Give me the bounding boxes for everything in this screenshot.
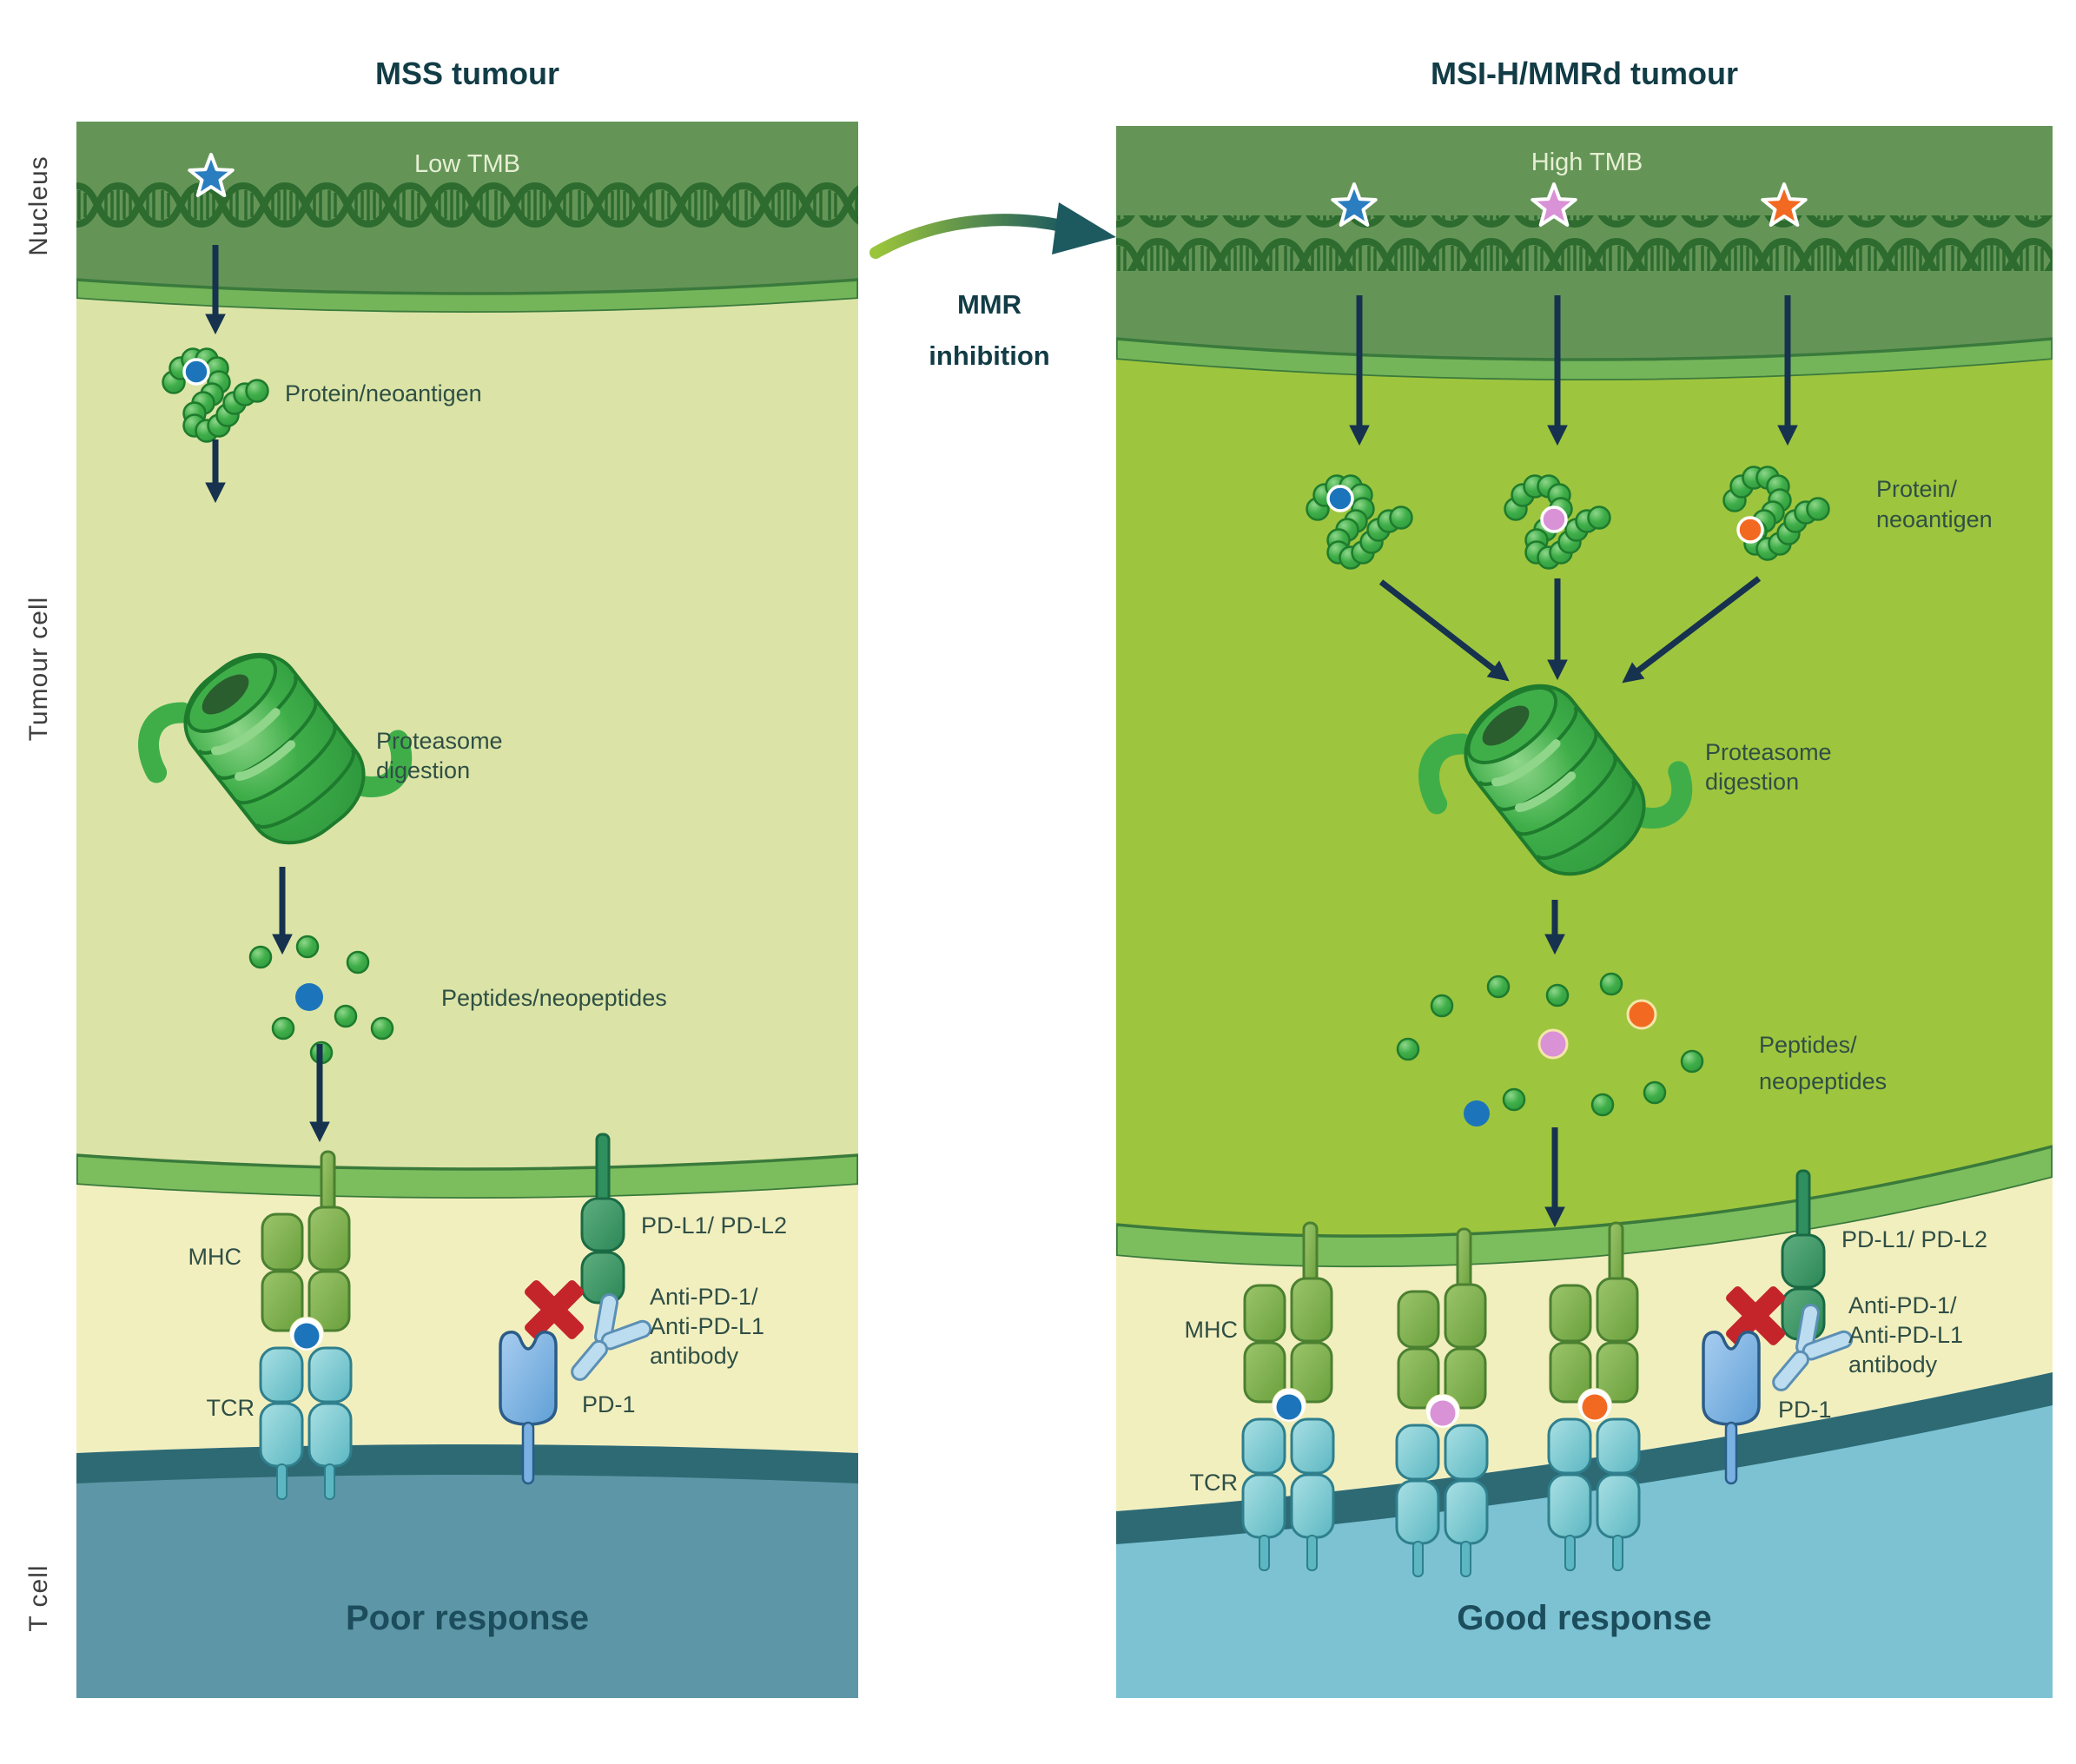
antibody-label-line3: antibody (650, 1343, 739, 1369)
peptides-label-line2: neopeptides (1759, 1068, 1887, 1094)
mmr-label-line1: MMR (956, 289, 1022, 320)
mmr-label-line2: inhibition (929, 340, 1050, 371)
mmr-inhibition-arrow (869, 202, 1116, 259)
protein-label-line1: Protein/ (1876, 476, 1958, 502)
peptides-cluster (248, 935, 394, 1065)
peptides-label: Peptides/neopeptides (441, 985, 667, 1011)
neopeptide-orange (1626, 999, 1657, 1030)
tumour-cell-membrane (1116, 1145, 2053, 1269)
dna-helix (1116, 215, 2053, 271)
proteasome-label-line2: digestion (376, 757, 470, 783)
protein-label-line2: neoantigen (1876, 506, 1993, 532)
peptides-label-line1: Peptides/ (1759, 1032, 1857, 1058)
antibody-label-line2: Anti-PD-L1 (650, 1313, 764, 1339)
response-label: Good response (1457, 1599, 1711, 1637)
dna-helix (76, 182, 858, 238)
tumour-cell-zone (76, 299, 858, 1169)
antibody-label-line1: Anti-PD-1/ (1848, 1292, 1957, 1318)
arrow-protein1-to-proteasome (1378, 579, 1510, 682)
tcr-label: TCR (1190, 1470, 1239, 1496)
neoantigen-dot-blue (1326, 485, 1354, 512)
tumour-cell-side-label: Tumour cell (24, 596, 53, 742)
response-label: Poor response (346, 1599, 589, 1637)
tumour-cell-membrane (76, 1153, 858, 1200)
left-panel-title: MSS tumour (375, 56, 559, 91)
t-cell-side-label: T cell (24, 1564, 53, 1632)
mhc-label: MHC (188, 1244, 242, 1270)
presented-peptide-blue (1276, 1394, 1302, 1420)
mhc-label: MHC (1185, 1317, 1239, 1343)
presented-peptide-blue (294, 1323, 320, 1349)
neoantigen-dot-orange (1736, 516, 1764, 544)
pdl1-label: PD-L1/ PD-L2 (1841, 1226, 1987, 1252)
antibody-label-line3: antibody (1848, 1351, 1938, 1378)
high-tmb-label: High TMB (1531, 149, 1643, 176)
neopeptide-blue (1464, 1100, 1490, 1126)
nucleus-side-label: Nucleus (24, 155, 53, 256)
neoantigen-dot-blue (182, 358, 210, 386)
curved-arrow-head (1052, 202, 1116, 254)
curved-arrow-shaft (869, 214, 1072, 259)
proteasome-label-line1: Proteasome (376, 728, 503, 754)
t-cell-zone (1116, 1405, 2053, 1698)
right-panel-title: MSI-H/MMRd tumour (1431, 56, 1738, 91)
proteasome-label-line2: digestion (1705, 769, 1799, 795)
pd1-label: PD-1 (1778, 1397, 1832, 1423)
arrow-protein3-to-proteasome (1622, 576, 1762, 684)
t-cell-zone (76, 1475, 858, 1698)
antibody-label-line2: Anti-PD-L1 (1848, 1322, 1963, 1348)
low-tmb-label: Low TMB (414, 150, 520, 178)
pdl1-label: PD-L1/ PD-L2 (641, 1212, 787, 1239)
tcr-label: TCR (207, 1395, 255, 1421)
peptides-cluster (1396, 972, 1704, 1126)
antibody-label-line1: Anti-PD-1/ (650, 1284, 758, 1310)
mss-tumour-panel: Low TMB Protein/neoantigen Proteasome di… (76, 122, 858, 1698)
neoantigen-dot-pink (1540, 505, 1568, 533)
pd1-label: PD-1 (582, 1391, 636, 1417)
presented-peptide-pink (1430, 1400, 1456, 1426)
neopeptide-pink (1537, 1028, 1569, 1060)
proteasome-label-line1: Proteasome (1705, 739, 1832, 765)
nuclear-membrane (76, 278, 858, 314)
presented-peptide-orange (1582, 1394, 1608, 1420)
msi-h-mmrd-tumour-panel: High TMB Protein/ neoantigen Proteasome … (1116, 126, 2053, 1698)
protein-label: Protein/neoantigen (285, 380, 482, 406)
neopeptide-blue (295, 983, 323, 1011)
